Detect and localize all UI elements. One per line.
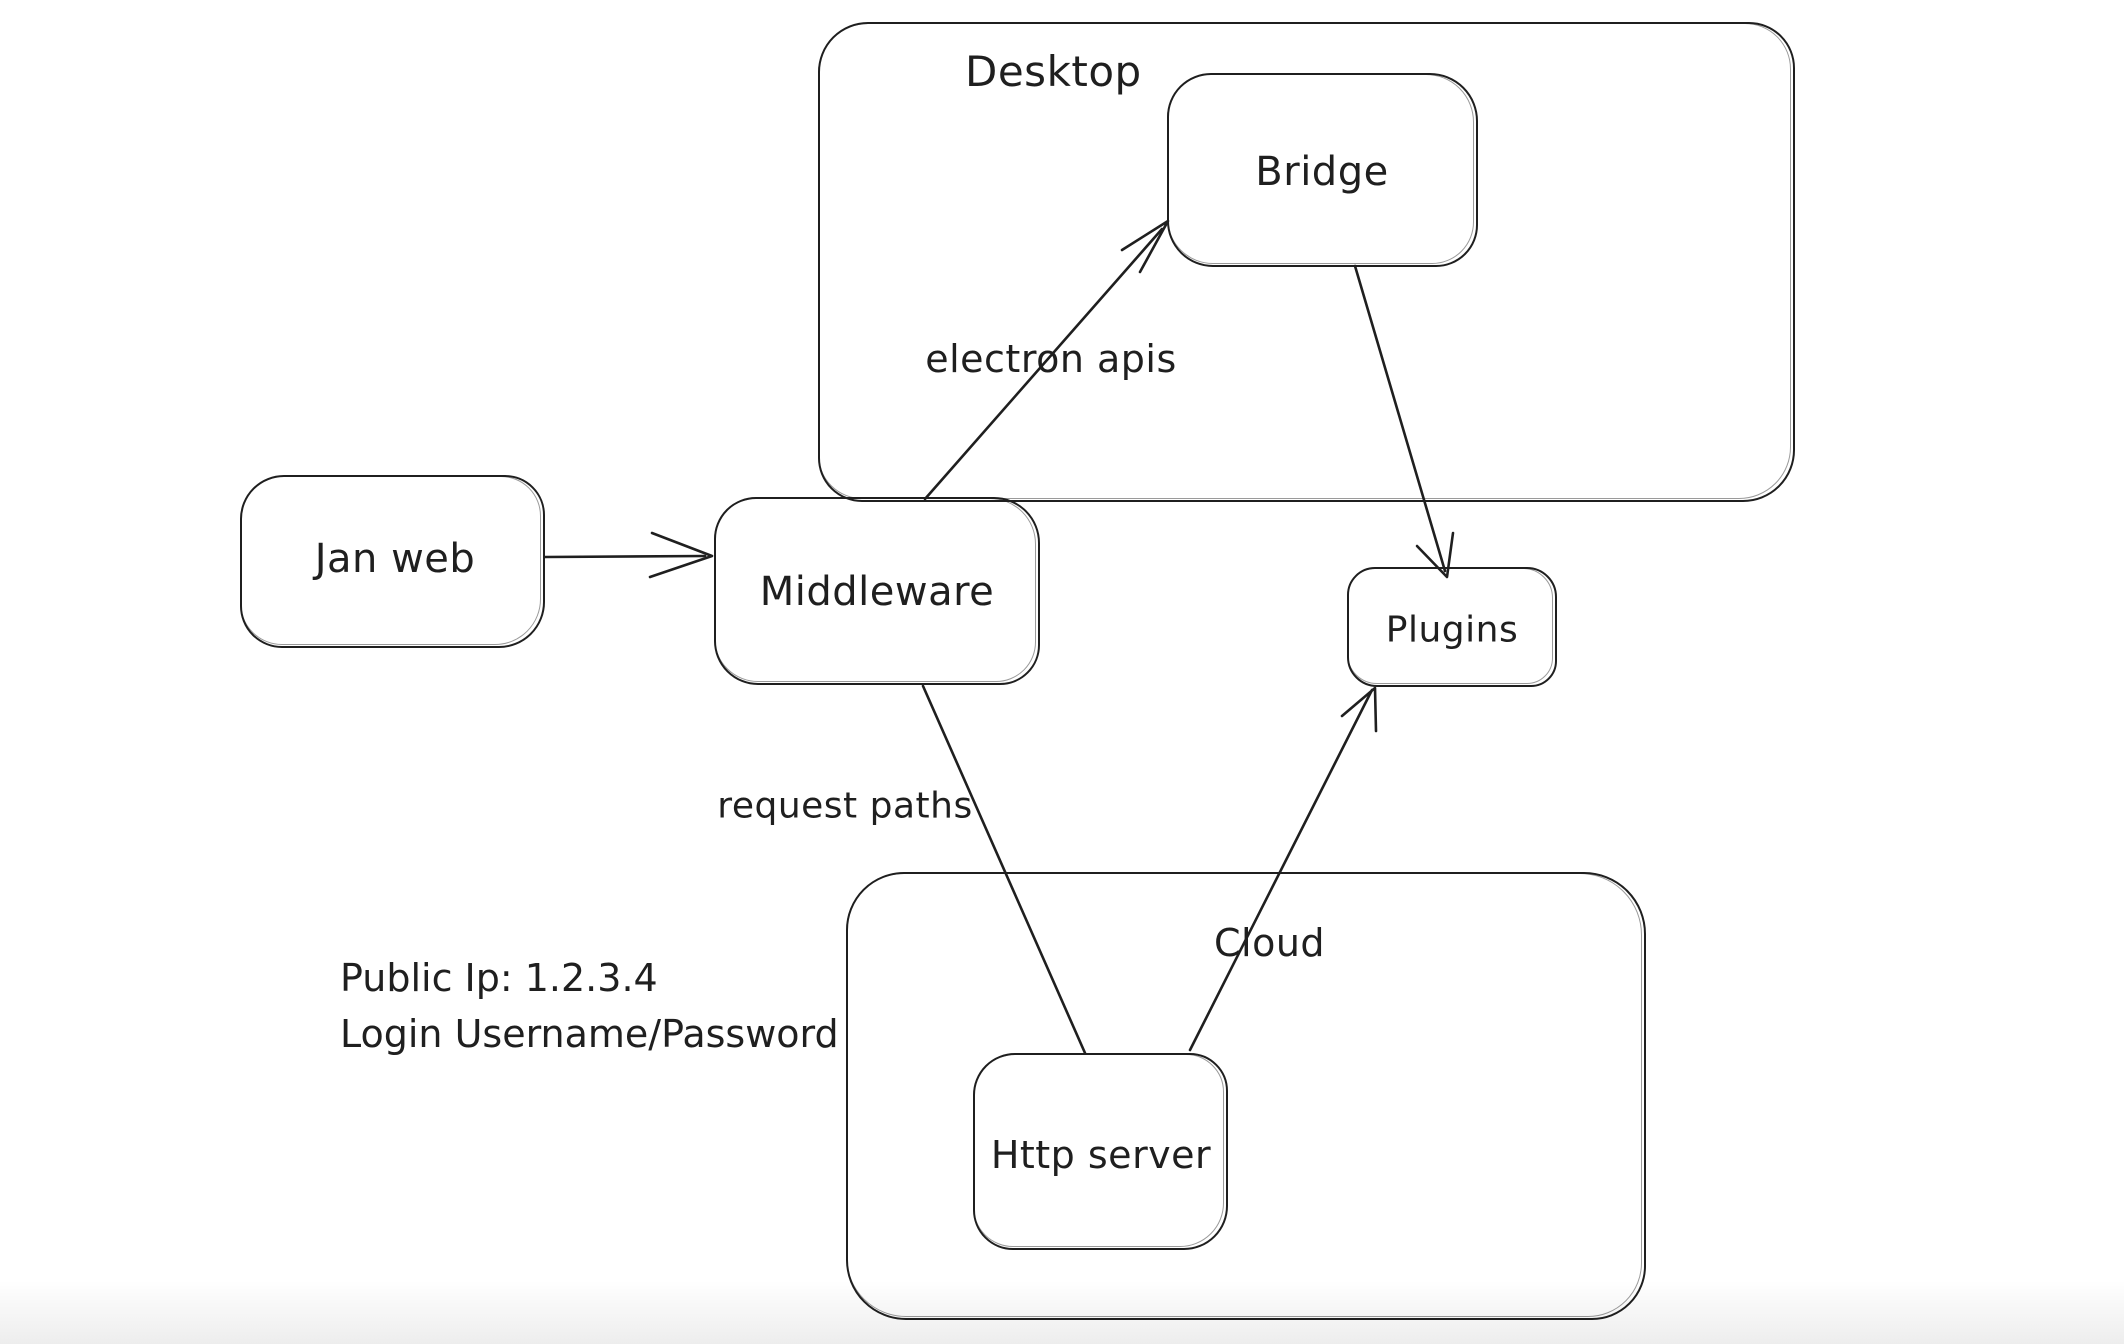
edge-label-request-paths: request paths — [717, 785, 973, 827]
node-middleware[interactable] — [714, 497, 1040, 685]
arrowhead-http-server-to-plugins[interactable] — [1340, 686, 1378, 733]
edge-label-electron-apis: electron apis — [925, 337, 1177, 382]
annotation-public-ip: Public Ip: 1.2.3.4 — [340, 956, 658, 1000]
container-cloud[interactable] — [846, 872, 1646, 1320]
node-bridge-label: Bridge — [1255, 149, 1389, 195]
node-middleware-label: Middleware — [759, 569, 995, 615]
node-http-server[interactable] — [973, 1053, 1228, 1250]
annotation-login: Login Username/Password — [340, 1012, 839, 1056]
arrowhead-jan-web-to-middleware[interactable] — [648, 531, 714, 579]
annotation-text: Public Ip: 1.2.3.4 Login Username/Passwo… — [340, 950, 839, 1062]
node-bridge[interactable] — [1167, 73, 1478, 267]
edge-middleware-to-bridge[interactable] — [923, 227, 1164, 501]
container-cloud-label: Cloud — [1214, 921, 1326, 965]
edge-bridge-to-plugins[interactable] — [1353, 264, 1447, 573]
edge-http-server-to-plugins[interactable] — [1188, 688, 1374, 1052]
node-plugins-label: Plugins — [1385, 609, 1519, 651]
edge-jan-web-to-middleware[interactable] — [543, 554, 707, 559]
container-desktop-label: Desktop — [965, 47, 1142, 96]
node-http-server-label: Http server — [990, 1133, 1212, 1178]
arrowhead-middleware-to-bridge[interactable] — [1120, 219, 1170, 274]
edge-middleware-to-http-server[interactable] — [921, 684, 1087, 1055]
arrowhead-bridge-to-plugins[interactable] — [1415, 531, 1455, 579]
node-jan-web[interactable] — [240, 475, 545, 648]
container-desktop[interactable] — [818, 22, 1795, 502]
node-plugins[interactable] — [1347, 567, 1557, 687]
node-jan-web-label: Jan web — [314, 536, 476, 582]
